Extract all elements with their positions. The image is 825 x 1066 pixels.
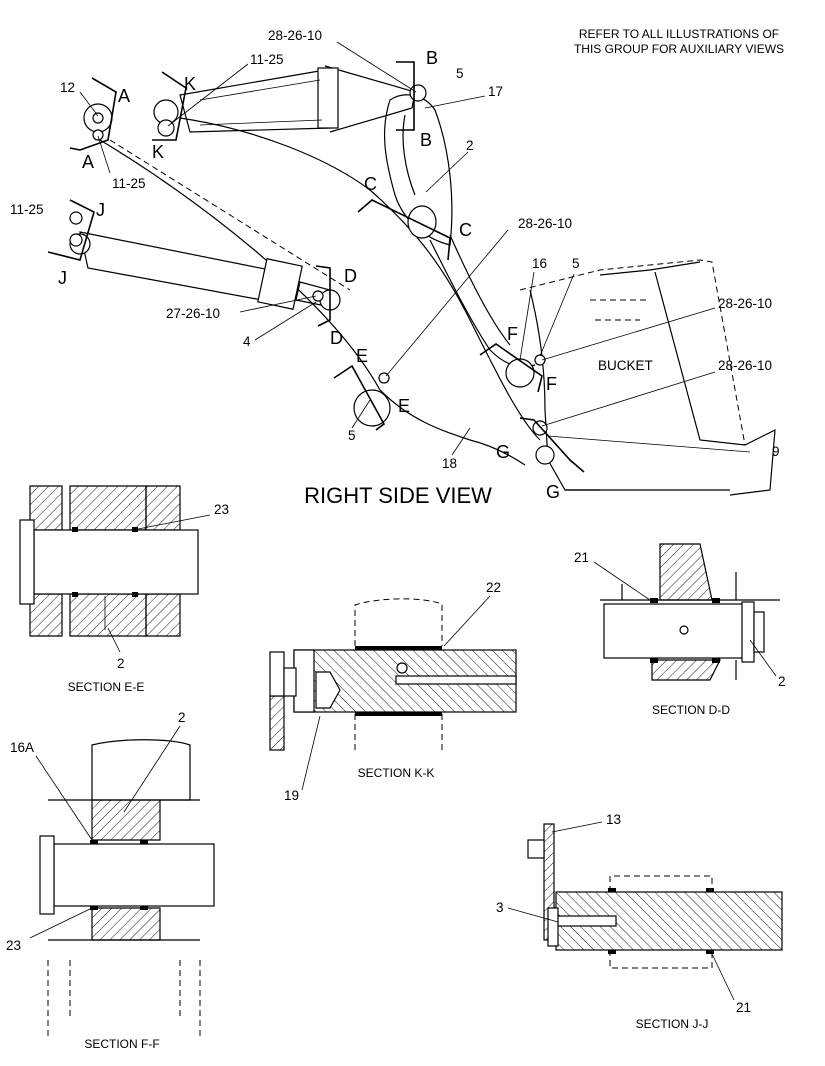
section-mark-k-bottom: K	[152, 142, 164, 162]
section-dd: 21 2 SECTION D-D	[574, 543, 786, 717]
section-mark-a-top: A	[118, 86, 130, 106]
section-kk: 22 19 SECTION K-K	[269, 580, 517, 803]
caption-section-jj: SECTION J-J	[636, 1017, 709, 1031]
section-mark-d-bottom: D	[330, 328, 343, 348]
view-title: RIGHT SIDE VIEW	[304, 483, 492, 508]
callout-5-f: 5	[572, 256, 580, 271]
section-mark-b-bottom: B	[420, 130, 432, 150]
callout-4: 4	[243, 334, 251, 349]
section-mark-c-bottom: C	[459, 220, 472, 240]
tilt-link	[429, 234, 536, 368]
pin-bosses	[69, 84, 555, 465]
callout-2-ee: 2	[117, 656, 125, 671]
section-mark-f-bottom: F	[546, 374, 557, 394]
section-mark-g-bottom: G	[546, 482, 560, 502]
callout-9: 9	[772, 444, 780, 459]
side-view-callouts: 12 11-25 11-25 11-25 28-26-10 5 17 2 28-…	[10, 28, 780, 471]
callout-16: 16	[532, 256, 547, 271]
reference-note: REFER TO ALL ILLUSTRATIONS OF THIS GROUP…	[574, 27, 784, 56]
callout-5-e: 5	[348, 428, 356, 443]
section-mark-b-top: B	[426, 48, 438, 68]
callout-11-25-j: 11-25	[10, 202, 44, 217]
note-line-1: REFER TO ALL ILLUSTRATIONS OF	[579, 27, 779, 41]
callout-28-26-10-b: 28-26-10	[268, 28, 322, 43]
callout-11-25-a: 11-25	[112, 176, 146, 191]
callout-5-b: 5	[456, 66, 464, 81]
section-mark-j-bottom: J	[58, 268, 67, 288]
callout-18: 18	[442, 456, 457, 471]
section-mark-c-top: C	[364, 174, 377, 194]
callout-23-ee: 23	[214, 502, 229, 517]
callout-3-jj: 3	[496, 900, 504, 915]
section-ee: 23 2 SECTION E-E	[19, 485, 229, 694]
callout-23-ff: 23	[6, 938, 21, 953]
caption-section-kk: SECTION K-K	[358, 766, 435, 780]
callout-16a-ff: 16A	[10, 740, 34, 755]
note-line-2: THIS GROUP FOR AUXILIARY VIEWS	[574, 42, 784, 56]
section-mark-f-top: F	[507, 324, 518, 344]
callout-22-kk: 22	[486, 580, 501, 595]
callout-28-26-10-e: 28-26-10	[518, 216, 572, 231]
caption-section-ee: SECTION E-E	[68, 680, 145, 694]
lift-cylinder-lower	[69, 231, 331, 310]
section-mark-d-top: D	[344, 266, 357, 286]
callout-2-dd: 2	[778, 674, 786, 689]
callout-21-jj: 21	[736, 1000, 751, 1015]
callout-13-jj: 13	[606, 812, 621, 827]
callout-2-c: 2	[466, 138, 474, 153]
leader-lines	[79, 41, 751, 456]
section-mark-j-top: J	[96, 200, 105, 220]
callout-28-26-10-g: 28-26-10	[718, 358, 772, 373]
section-mark-k-top: K	[184, 74, 196, 94]
section-ff: 2 16A 23 SECTION F-F	[6, 710, 215, 1051]
callout-11-25-k: 11-25	[250, 52, 284, 67]
section-mark-e-bottom: E	[398, 396, 410, 416]
caption-section-dd: SECTION D-D	[652, 703, 730, 717]
callout-27-26-10: 27-26-10	[166, 306, 220, 321]
section-jj: 13 3 21 SECTION J-J	[496, 812, 783, 1031]
bucket	[519, 259, 776, 496]
callout-19-kk: 19	[284, 788, 299, 803]
tilt-cylinder-upper	[179, 65, 416, 133]
callout-17: 17	[488, 84, 503, 99]
callout-12: 12	[60, 80, 75, 95]
section-markers: A A K K B B C C J J D D E E	[47, 48, 585, 502]
caption-section-ff: SECTION F-F	[84, 1037, 159, 1051]
callout-28-26-10-f: 28-26-10	[718, 296, 772, 311]
right-side-view: A A K K B B C C J J D D E E	[10, 28, 780, 508]
bucket-label: BUCKET	[598, 358, 653, 373]
section-mark-e-top: E	[356, 346, 368, 366]
section-mark-g-top: G	[496, 442, 510, 462]
callout-2-ff: 2	[178, 710, 186, 725]
section-mark-a-bottom: A	[82, 152, 94, 172]
callout-21-dd: 21	[574, 550, 589, 565]
